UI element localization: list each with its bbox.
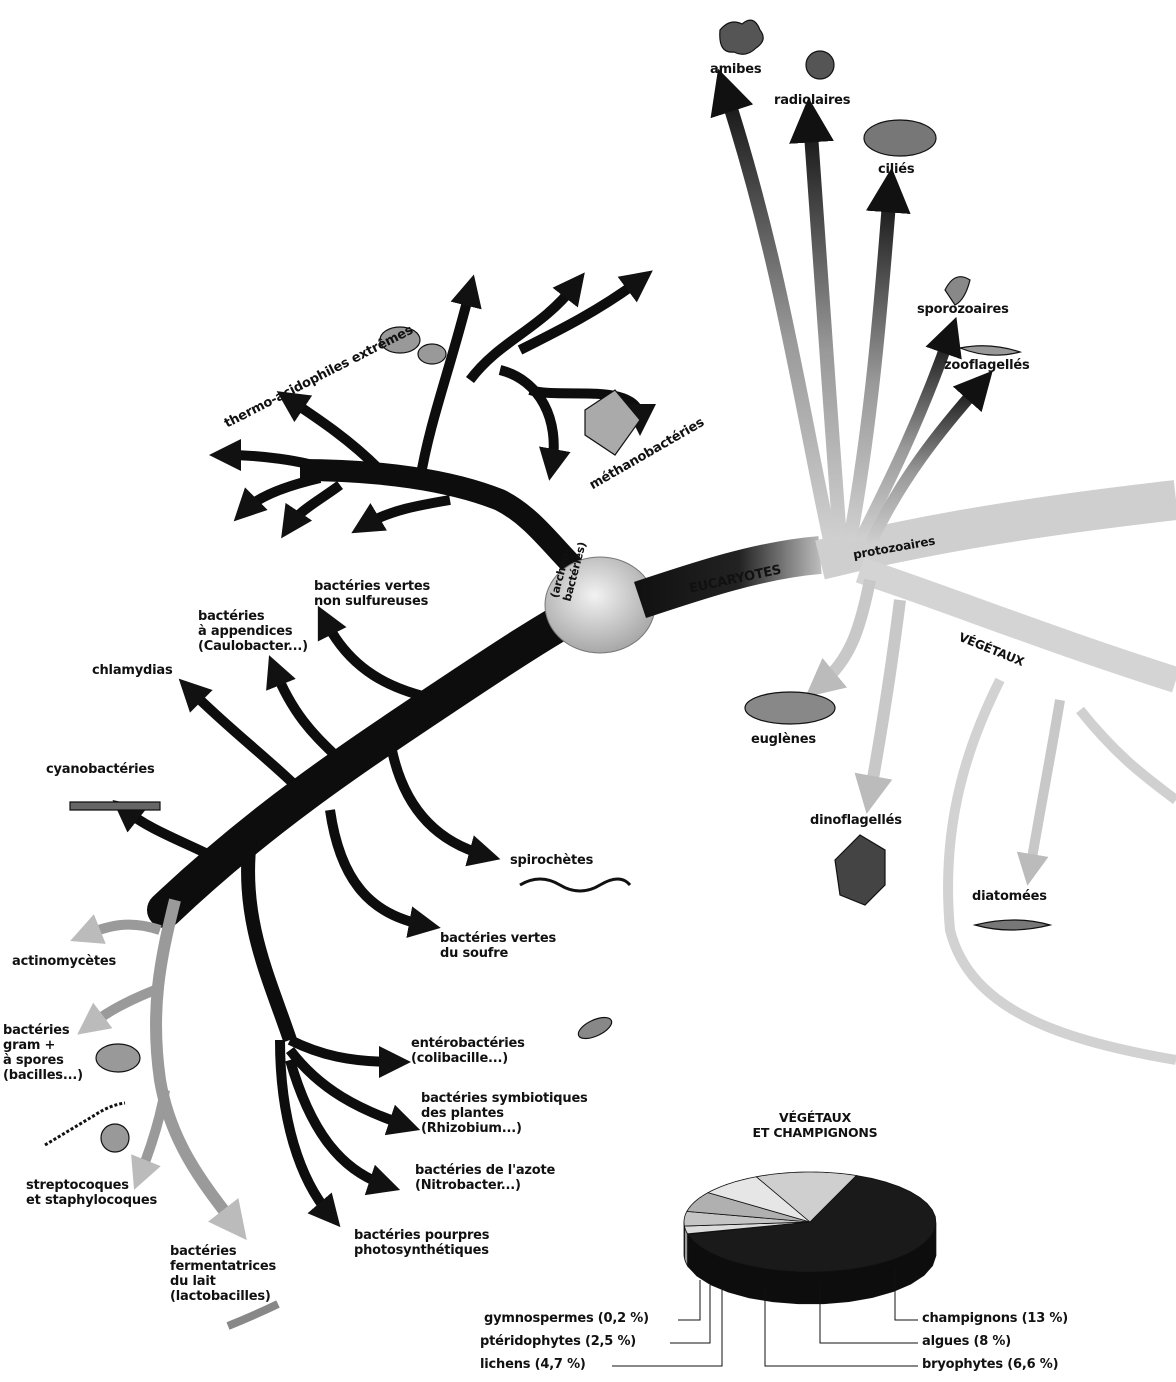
zooflagellate-label: zooflagellés: [944, 358, 1030, 373]
amoeba-label: amibes: [710, 62, 761, 77]
pie-legend-lichens: lichens (4,7 %): [480, 1357, 586, 1372]
spirochete-icon: [520, 879, 630, 891]
ciliate-icon: [864, 120, 936, 156]
pie-legend-fungi: champignons (13 %): [922, 1311, 1068, 1326]
actinomycete-label: actinomycètes: [12, 954, 116, 969]
zooflagellate-icon: [960, 346, 1020, 355]
amoeba-icon: [720, 20, 763, 54]
pie-title: VÉGÉTAUX ET CHAMPIGNONS: [715, 1110, 915, 1140]
lactobacillus-icon: [228, 1304, 278, 1326]
sporozoan-label: sporozoaires: [917, 302, 1009, 317]
green-nonsulfur-label: bactéries vertes non sulfureuses: [314, 579, 430, 609]
gram-positive-label: bactéries gram + à spores (bacilles...): [3, 1023, 83, 1083]
caulobacter-label: bactéries à appendices (Caulobacter...): [198, 609, 308, 654]
purple-bacteria-label: bactéries pourpres photosynthétiques: [354, 1228, 489, 1258]
chlamydia-label: chlamydias: [92, 663, 172, 678]
spirochete-label: spirochètes: [510, 853, 593, 868]
dinoflagellate-icon: [835, 835, 885, 905]
lactobacilli-label: bactéries fermentatrices du lait (lactob…: [170, 1244, 276, 1304]
pie-legend-gymnosperms: gymnospermes (0,2 %): [484, 1311, 649, 1326]
pie-legend-pteridophytes: ptéridophytes (2,5 %): [480, 1334, 636, 1349]
ciliate-label: ciliés: [878, 162, 914, 177]
diatom-icon: [975, 920, 1050, 930]
leader-pteridophytes: [670, 1285, 710, 1343]
euglena-label: euglènes: [751, 732, 816, 747]
dinoflagellate-label: dinoflagellés: [810, 813, 902, 828]
staphylococcus-icon: [101, 1124, 129, 1152]
leader-gymnosperms: [678, 1280, 700, 1320]
radiolarian-icon: [806, 51, 834, 79]
diatom-label: diatomées: [972, 889, 1047, 904]
cyanobacteria-label: cyanobactéries: [46, 762, 155, 777]
bacteria-branch: [85, 280, 640, 1225]
green-sulfur-label: bactéries vertes du soufre: [440, 931, 556, 961]
enterobacteria-label: entérobactéries (colibacille...): [411, 1036, 525, 1066]
pie-legend-algae: algues (8 %): [922, 1334, 1011, 1349]
radiolarian-label: radiolaires: [774, 93, 850, 108]
streptococci-label: streptocoques et staphylocoques: [26, 1178, 157, 1208]
cyanobacteria-icon: [70, 802, 160, 810]
sporozoan-icon: [945, 277, 970, 305]
bacillus-icon: [96, 1044, 140, 1072]
pie-chart: [684, 1172, 936, 1304]
enterobacteria-icon: [575, 1013, 614, 1043]
pie-legend-bryophytes: bryophytes (6,6 %): [922, 1357, 1058, 1372]
leader-lichens: [612, 1288, 722, 1366]
rhizobium-label: bactéries symbiotiques des plantes (Rhiz…: [421, 1091, 588, 1136]
nitrobacter-label: bactéries de l'azote (Nitrobacter...): [415, 1163, 555, 1193]
euglena-icon: [745, 692, 835, 724]
